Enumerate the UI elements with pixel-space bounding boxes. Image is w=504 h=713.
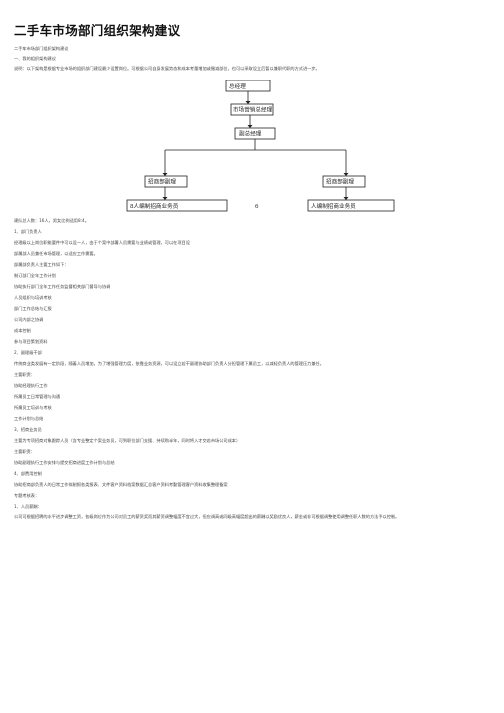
org-box-bottom-left-label: 8人编制招商业务员	[130, 202, 179, 210]
body-line: 部门工作总结与汇报	[14, 306, 52, 311]
org-box-right	[322, 175, 366, 188]
org-box-right-label: 招商部副理	[326, 178, 354, 186]
org-box-top-label: 总经理	[229, 82, 246, 90]
subtitle: 二手车市场部门组织架构建议	[14, 46, 69, 51]
section-heading: 一、我的组织架构建议	[14, 56, 56, 61]
body-line: 部属部负责人主要工作如下：	[14, 262, 69, 267]
body-line: 协助执行部门全年工作任务监督相关部门督导与协调	[14, 284, 111, 289]
document-title: 二手车市场部门组织架构建议	[14, 23, 181, 38]
org-box-left-label: 招商部副理	[148, 178, 176, 186]
body-line: 专题考核表：	[14, 493, 40, 498]
org-box-left	[144, 175, 188, 188]
body-line: 所属员工日常管理与沟通	[14, 394, 61, 399]
org-box-bottom-right-label: 人编制招商业务员	[311, 202, 356, 210]
org-chart-svg: 总经理 市场营销总经理 副总经理 招商部副理 招商部副理	[126, 80, 395, 212]
org-box-third-label: 副总经理	[239, 130, 262, 138]
org-box-bottom-right	[307, 199, 395, 212]
arrow-head	[343, 197, 349, 200]
arrow-head	[247, 125, 253, 128]
body-line: 部属部人员兼任市场管理，以适应工作需要。	[14, 251, 98, 256]
body-line: 制订部门全年工作计划	[14, 273, 56, 278]
org-middle-number: 6	[255, 204, 259, 210]
body-line: 人员组织与培训考核	[14, 295, 52, 300]
body-line: 主要职责：	[14, 372, 35, 377]
body-line: 传统商业类发展有一定阶段，随着人员增加，为了增强管理力度，依靠业务资源，可以设立…	[14, 361, 324, 366]
arrow-head	[343, 173, 349, 176]
body-paragraph: 公司可根据招聘的水平进步调整工资，各级岗位作为公司对员工的薪资奖而其薪资调整幅度…	[14, 514, 400, 519]
body-line: 主要为专项招商对象跟踪人员（含专业整定个案业务员，可到职位部门支援、持续购半年，…	[14, 438, 241, 443]
org-chart: 总经理 市场营销总经理 副总经理 招商部副理 招商部副理	[125, 80, 395, 212]
body-line: 4、部费用控制	[14, 471, 42, 476]
arrow-head	[245, 101, 251, 104]
org-box-second-label: 市场营销总经理	[233, 106, 273, 114]
body-line: 参与项目策划资料	[14, 339, 48, 344]
explanation: 说明：以下架构是根据专业市场的组织部门建设最少设置岗位。可根据公司自身发展势态和…	[14, 66, 320, 71]
arrow-head	[162, 173, 168, 176]
org-box-bottom-left	[126, 199, 228, 212]
body-line: 工作计划与总结	[14, 416, 44, 421]
arrow-head	[162, 197, 168, 200]
body-line: 1、部门负责人	[14, 229, 42, 234]
body-line: 所属员工培训与考核	[14, 405, 52, 410]
body-line: 3、招商业务员	[14, 427, 42, 432]
body-line: 2、副理级干部	[14, 350, 42, 355]
body-line: 协助副理执行工作安排与提交招商进度工作计划与总结	[14, 460, 115, 465]
body-line: 1、人员薪酬：	[14, 504, 42, 509]
body-line: 协助招商部负责人的日常工作拟制报各类报表、文件客户资料档案数据汇总客户资料考勤管…	[14, 482, 228, 487]
body-line: 主要职责：	[14, 449, 35, 454]
body-line: 建队总人数：16人，男女比例适用8:4。	[14, 218, 89, 223]
org-box-second	[230, 103, 274, 116]
body-line: 协助经理执行工作	[14, 383, 48, 388]
body-line: 成本控制	[14, 328, 31, 333]
body-line: 公司内部之协调	[14, 317, 44, 322]
body-line: 经理级以上岗位职能要件中可以设一人，由于个案中部署人员需要与业绩或管理，可以在项…	[14, 240, 190, 245]
